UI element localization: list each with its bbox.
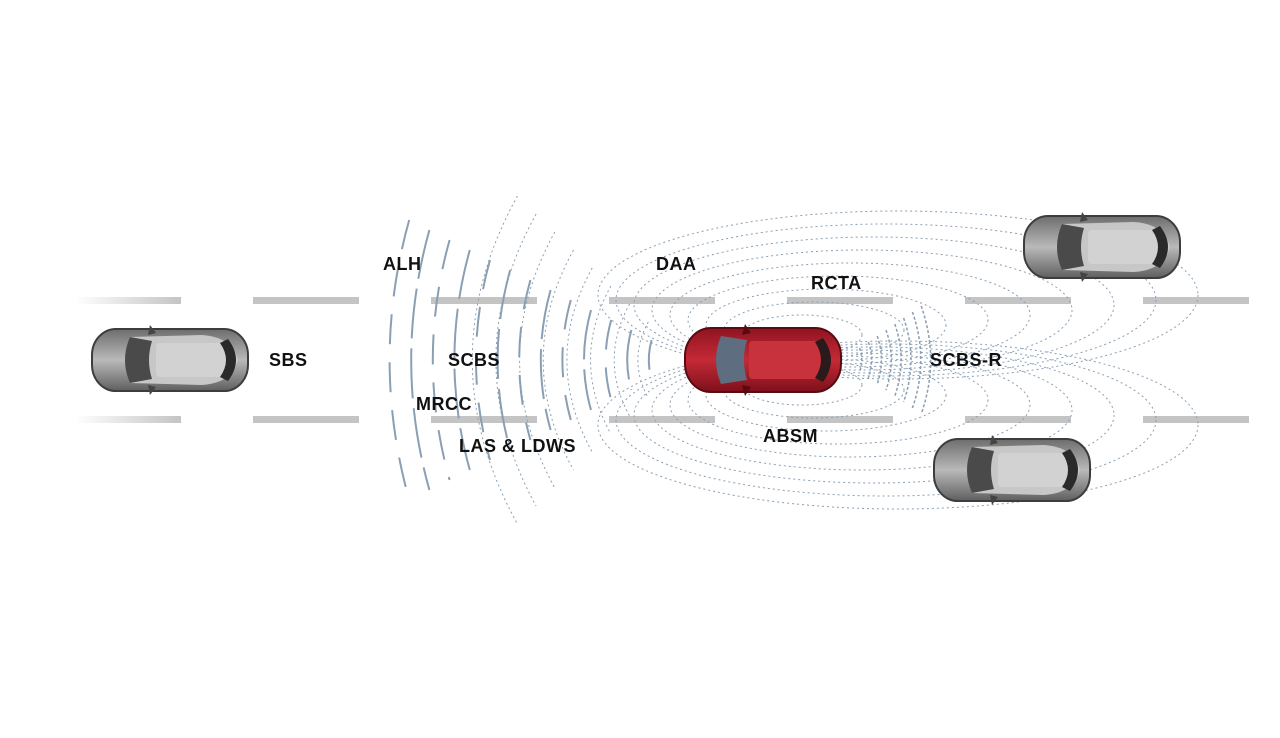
lane-dash [965,416,1071,423]
camera-arc [637,321,649,399]
camera-arc [495,213,537,507]
label-scbs: SCBS [448,350,501,370]
label-absm: ABSM [763,426,818,446]
rear-radar-arc [894,323,902,397]
lane-dash [965,297,1071,304]
rear-sensor-ellipse [597,340,1199,510]
rear-radar-arc [885,329,892,391]
lane-dash [253,416,359,423]
camera-arc [542,249,574,471]
rear-right-car [933,434,1091,506]
radar-arc [388,219,411,501]
rear-sensor-ellipse [669,262,1031,368]
rear-sensor-ellipse [651,249,1073,371]
lane-dash [431,297,537,304]
radar-arc [431,239,451,481]
rear-radar-arc [920,305,932,415]
lane-dash [75,416,181,423]
radar-arc [453,249,471,471]
rear-sensor-waves [597,210,1199,510]
lane-dash [1143,416,1249,423]
camera-arc [590,285,612,435]
camera-arc [471,195,518,525]
radar-arc [496,269,512,451]
rear-radar-arc [858,347,863,373]
radar-arc [475,259,491,461]
lane-dash [609,297,715,304]
radar-arc [410,229,431,491]
lane-dash [1143,297,1249,304]
label-sbs: SBS [269,350,308,370]
rear-sensor-ellipse [651,349,1073,471]
radar-arc [539,289,552,431]
radar-arc [518,279,532,441]
lane-markings [75,297,1249,423]
label-daa: DAA [656,254,697,274]
lane-dash [787,416,893,423]
rear-sensor-ellipse [597,210,1199,380]
camera-arc [519,231,556,489]
lane-dash [75,297,181,304]
rear-sensor-ellipse [615,343,1157,497]
rear-radar-arc [911,311,922,409]
lane-dash [253,297,359,304]
rear-sensor-ellipse [633,236,1115,374]
rear-sensor-ellipse [615,223,1157,377]
rear-left-car [1023,211,1181,283]
label-las-ldws: LAS & LDWS [459,436,576,456]
rear-radar-arc [902,317,912,403]
radar-arc [626,329,633,391]
lane-dash [431,416,537,423]
rear-sensor-ellipse [633,346,1115,484]
radar-arc [647,339,653,381]
radar-arc [561,299,572,421]
lane-dash [787,297,893,304]
lead-car [91,324,249,396]
lane-dash [609,416,715,423]
ego-car [684,324,842,396]
rear-radar-arc [876,335,883,385]
camera-arc [566,267,593,453]
radar-arc [583,309,592,411]
label-mrcc: MRCC [416,394,472,414]
rear-sensor-ellipse [687,275,989,365]
label-alh: ALH [383,254,422,274]
rear-sensor-ellipse [705,358,947,432]
label-scbs-r: SCBS-R [930,350,1003,370]
rear-sensor-ellipse [669,352,1031,458]
rear-sensor-ellipse [723,361,905,419]
radar-arc [604,319,613,401]
rear-sensor-ellipse [723,301,905,359]
label-rcta: RCTA [811,273,862,293]
front-sensor-waves [388,195,653,525]
